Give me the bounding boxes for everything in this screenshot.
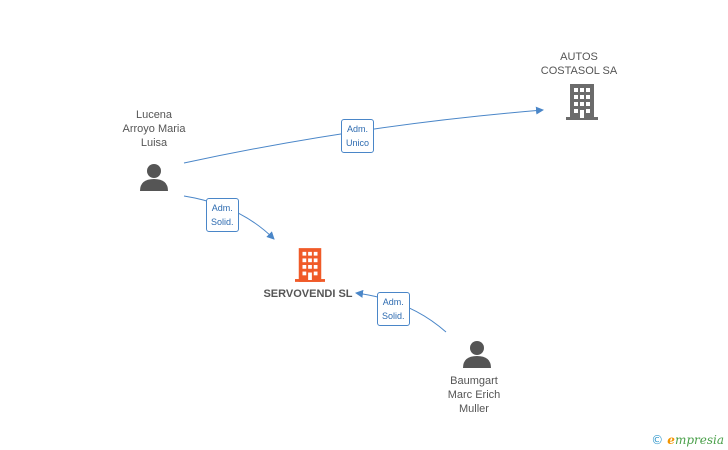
edge-label-adm-unico[interactable]: Adm. Unico [341, 119, 375, 153]
label-line: AUTOS [560, 51, 598, 63]
label-line: COSTASOL SA [540, 65, 618, 77]
edge-label-line: Solid. [211, 217, 234, 227]
label-line: Baumgart [450, 375, 498, 387]
label-line: Lucena [135, 109, 173, 121]
label-line: Arroyo Maria [122, 123, 186, 135]
label-line: Marc Erich [447, 389, 501, 401]
node-label-lucena: Lucena Arroyo Maria Luisa [104, 108, 204, 150]
node-label-autos: AUTOS COSTASOL SA [529, 50, 629, 78]
edge-label-line: Adm. [347, 124, 369, 134]
person-icon[interactable] [462, 340, 492, 368]
label-line: Luisa [140, 137, 168, 149]
label-line: Muller [459, 403, 489, 415]
edge-label-line: Unico [346, 138, 370, 148]
node-label-baumgart: Baumgart Marc Erich Muller [424, 374, 524, 416]
edge-label-line: Adm. [211, 203, 233, 213]
edge-label-adm-solid[interactable]: Adm. Solid. [206, 198, 239, 232]
edge-label-line: Adm. [382, 297, 404, 307]
empresia-watermark: ©empresia [651, 433, 724, 447]
building-icon[interactable] [295, 248, 325, 282]
label-line: SERVOVENDI SL [263, 288, 353, 300]
building-icon[interactable] [566, 84, 598, 120]
copyright-symbol: © [651, 433, 664, 447]
brand-name: mpresia [674, 433, 724, 447]
edge-label-line: Solid. [382, 311, 405, 321]
edge-label-adm-solid[interactable]: Adm. Solid. [377, 292, 410, 326]
node-label-servovendi: SERVOVENDI SL [252, 287, 364, 301]
person-icon[interactable] [139, 163, 169, 191]
brand-initial: e [667, 433, 675, 447]
